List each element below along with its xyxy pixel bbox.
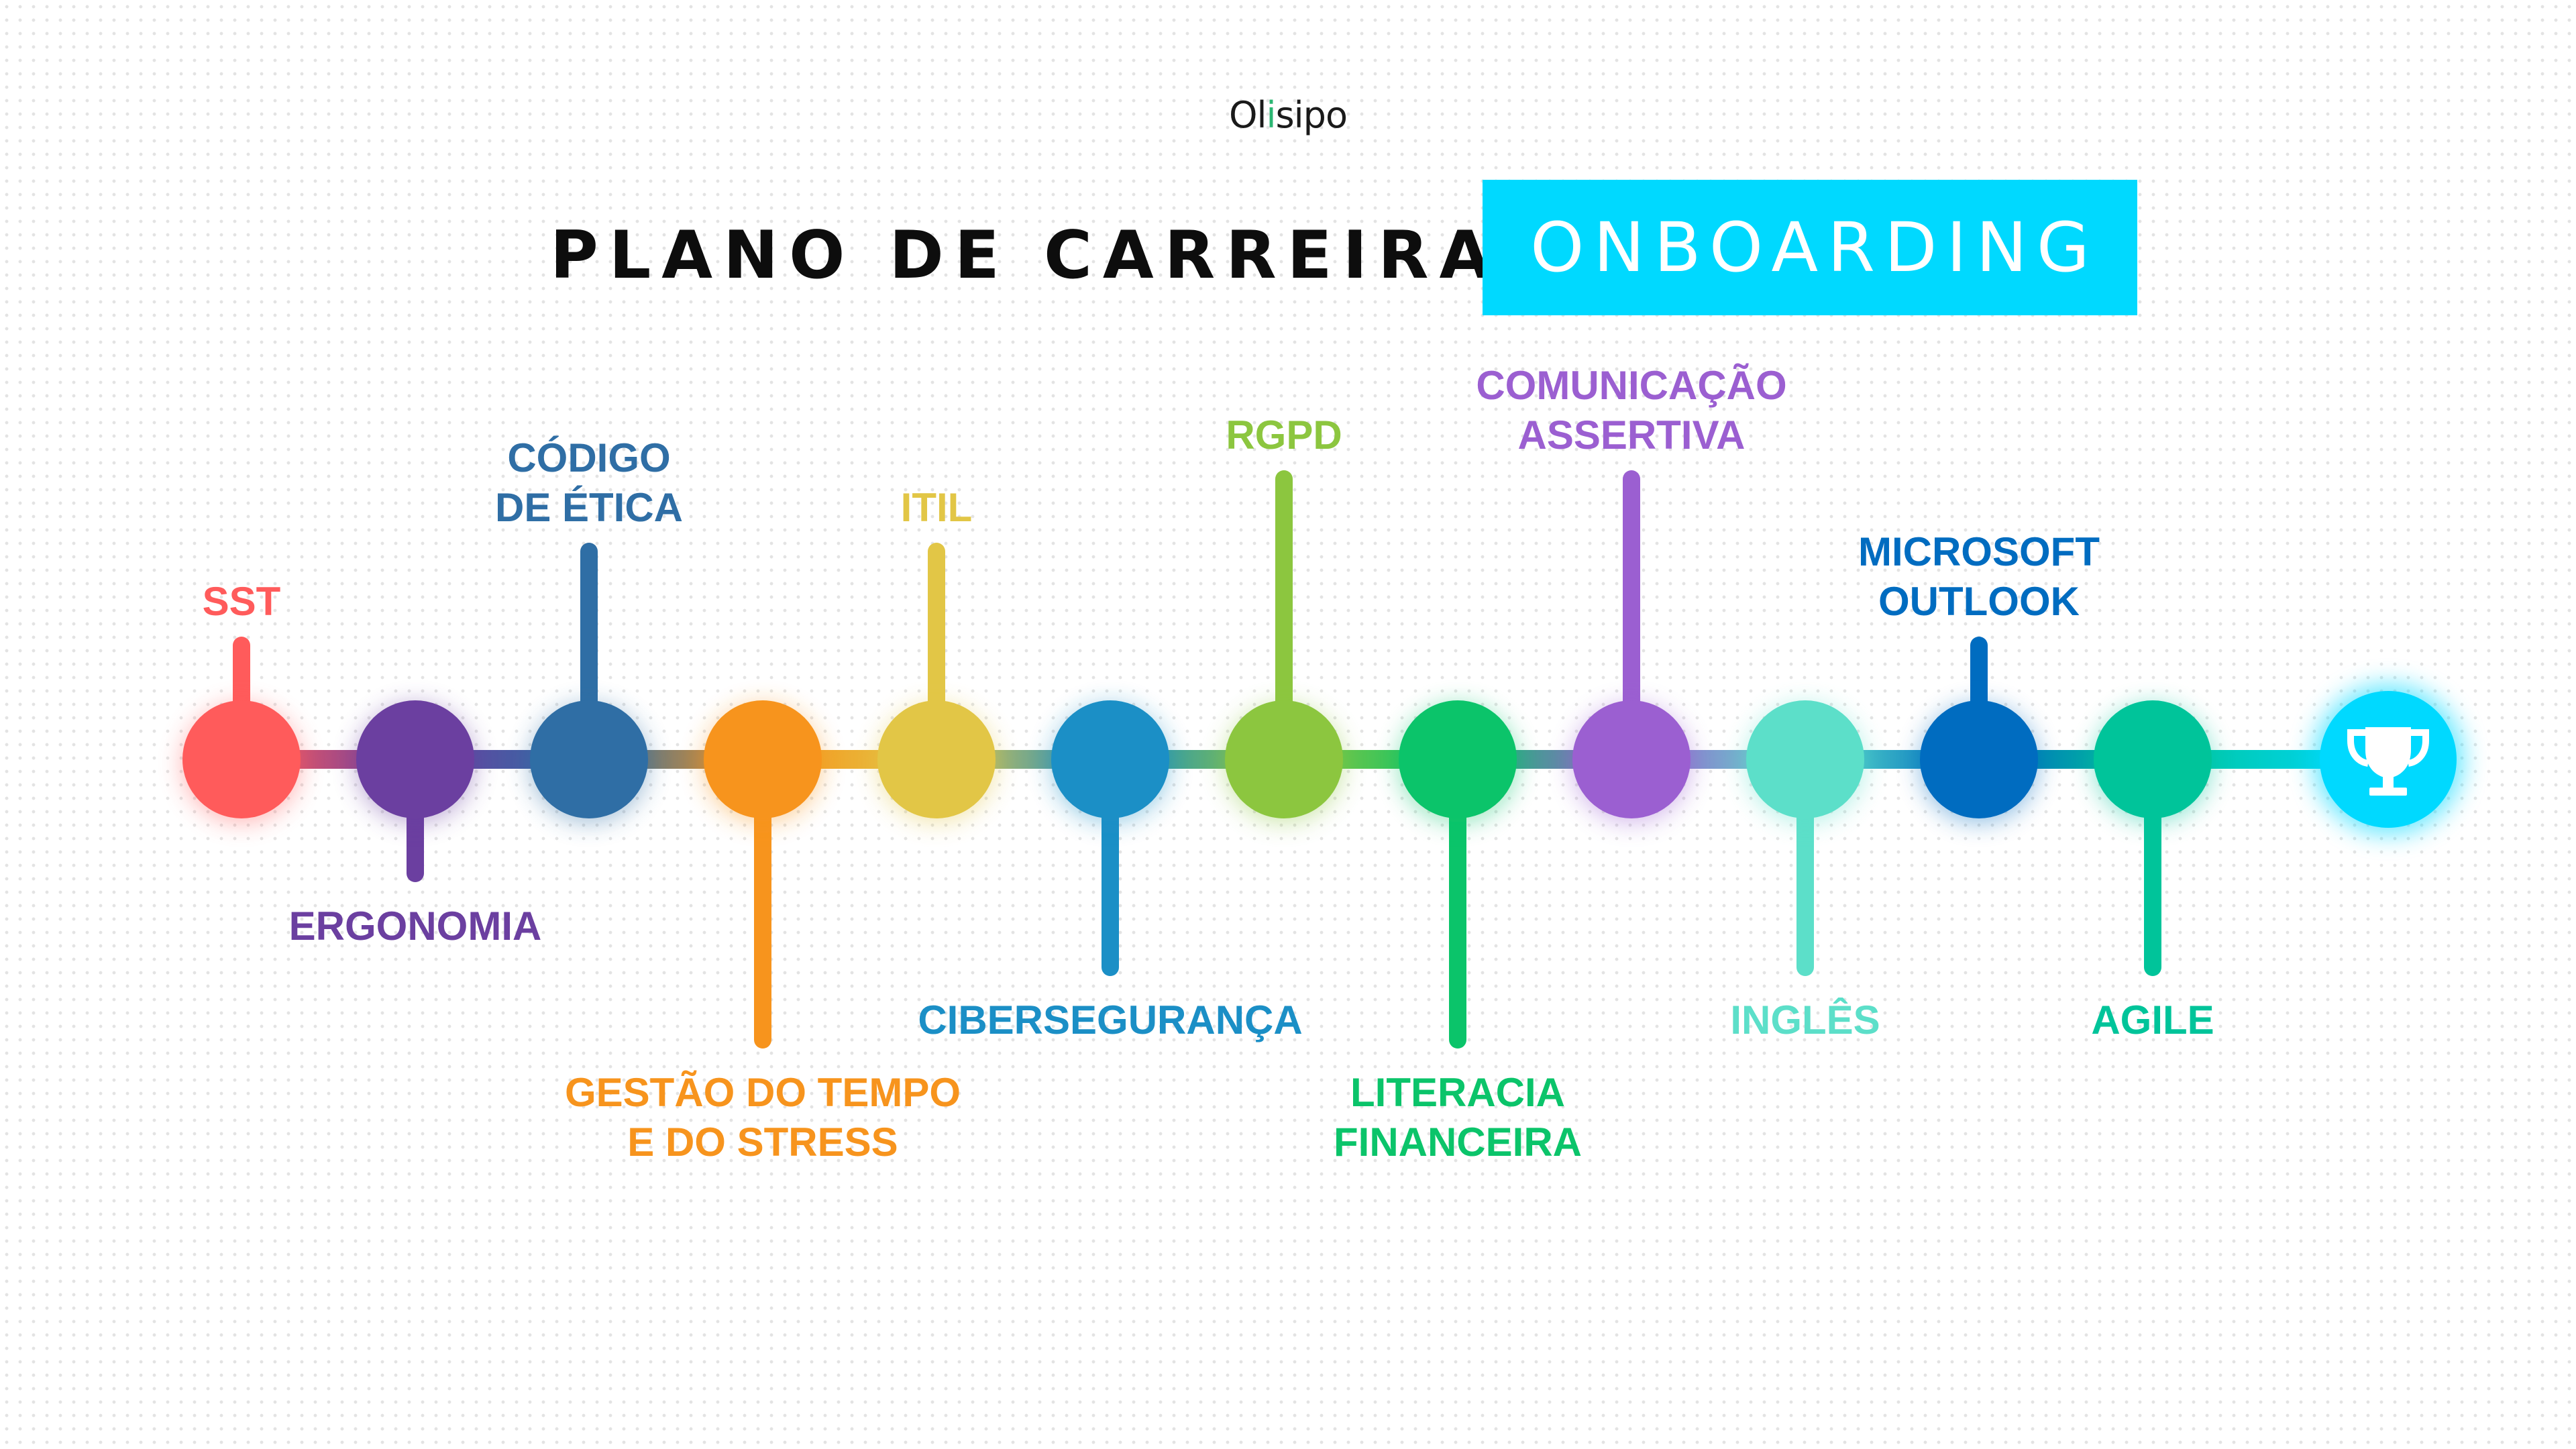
timeline-label-ingles: INGLÊS	[1730, 998, 1880, 1042]
timeline-node-circle	[356, 700, 474, 818]
timeline-label-ciberseguranca: CIBERSEGURANÇA	[918, 998, 1303, 1042]
timeline-node-literacia-financeira	[1399, 700, 1517, 1049]
logo-text-end: sipo	[1275, 94, 1348, 136]
timeline-node-circle	[530, 700, 648, 818]
timeline-node-circle	[704, 700, 822, 818]
timeline-label-agile: AGILE	[2091, 998, 2214, 1042]
logo-text-accent: i	[1266, 94, 1277, 136]
timeline-label-itil: ITIL	[900, 485, 973, 530]
logo-text-start: Ol	[1229, 94, 1267, 136]
timeline-node-circle	[1399, 700, 1517, 818]
timeline-node-ciberseguranca	[1051, 700, 1169, 976]
timeline-node-circle	[1225, 700, 1343, 818]
timeline-label-comunicacao-assertiva: COMUNICAÇÃO ASSERTIVA	[1476, 363, 1787, 458]
timeline-node-ergonomia	[356, 700, 474, 882]
timeline-end-node	[2313, 684, 2463, 835]
page-title: PLANO DE CARREIRA	[550, 217, 1501, 294]
timeline-node-ingles	[1746, 700, 1864, 976]
timeline-node-microsoft-outlook	[1920, 637, 2038, 822]
timeline-label-codigo-de-etica: CÓDIGO DE ÉTICA	[494, 435, 684, 530]
timeline-label-literacia-financeira: LITERACIA FINANCEIRA	[1334, 1070, 1582, 1165]
timeline-node-agile	[2094, 700, 2212, 976]
timeline-node-circle	[182, 700, 301, 818]
timeline-node-circle	[877, 700, 996, 818]
timeline-label-gestao-do-tempo: GESTÃO DO TEMPO E DO STRESS	[564, 1070, 961, 1165]
timeline-label-sst: SST	[202, 579, 281, 624]
timeline-label-ergonomia: ERGONOMIA	[288, 904, 542, 949]
timeline-label-rgpd: RGPD	[1226, 413, 1342, 458]
timeline-node-gestao-do-tempo	[704, 700, 822, 1049]
timeline-node-comunicacao-assertiva	[1572, 470, 1690, 822]
timeline-node-rgpd	[1225, 470, 1343, 822]
olisipo-logo: Olisipo	[1221, 94, 1355, 136]
timeline-node-codigo-de-etica	[530, 543, 648, 822]
timeline-node-circle	[1746, 700, 1864, 818]
timeline-node-circle	[1572, 700, 1690, 818]
timeline-node-circle	[2094, 700, 2212, 818]
onboarding-badge: ONBOARDING	[1483, 180, 2137, 315]
timeline-node-itil	[877, 543, 996, 822]
trophy-icon	[2347, 727, 2429, 796]
timeline-node-circle	[1920, 700, 2038, 818]
timeline-label-microsoft-outlook: MICROSOFT OUTLOOK	[1858, 529, 2100, 624]
timeline-node-sst	[182, 637, 301, 822]
timeline-node-circle	[1051, 700, 1169, 818]
